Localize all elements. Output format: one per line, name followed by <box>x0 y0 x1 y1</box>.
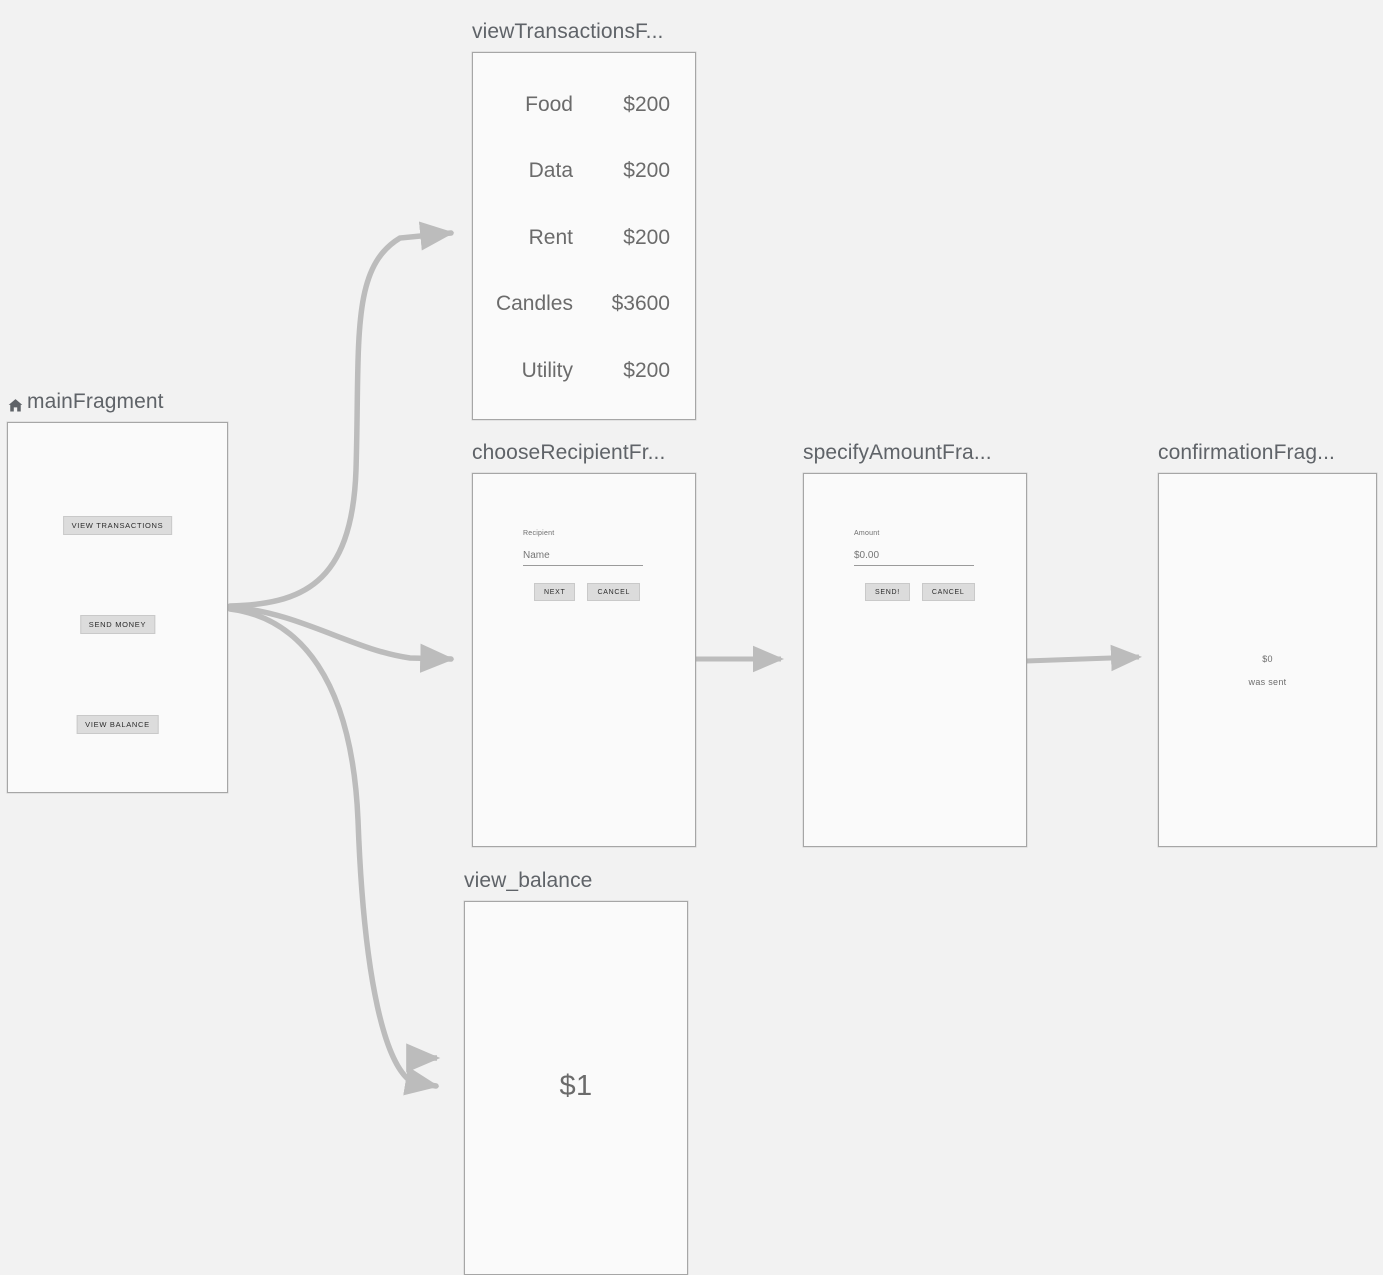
transaction-amount: $200 <box>623 159 670 182</box>
node-view-transactions-fragment[interactable]: viewTransactionsF... Food $200 Data $200… <box>472 20 696 420</box>
confirmation-status-text: was sent <box>1248 677 1287 687</box>
node-label-view-balance: view_balance <box>464 869 593 892</box>
card-confirmation-fragment[interactable]: $0 was sent <box>1158 473 1377 847</box>
card-main-fragment[interactable]: VIEW TRANSACTIONS SEND MONEY VIEW BALANC… <box>7 422 228 793</box>
amount-input[interactable] <box>854 550 974 566</box>
node-label-confirmation: confirmationFrag... <box>1158 441 1335 464</box>
table-row: Rent $200 <box>473 226 695 250</box>
transaction-amount: $200 <box>623 93 670 116</box>
card-choose-recipient-fragment[interactable]: Recipient NEXT CANCEL <box>472 473 696 847</box>
edge-main-to-choose-recipient <box>227 604 455 673</box>
transaction-amount: $200 <box>623 226 670 249</box>
next-button[interactable]: NEXT <box>534 583 576 601</box>
table-row: Candles $3600 <box>473 292 695 316</box>
transaction-category: Utility <box>521 359 573 382</box>
recipient-button-row: NEXT CANCEL <box>523 583 673 601</box>
transaction-category: Candles <box>495 292 573 315</box>
table-row: Data $200 <box>473 159 695 183</box>
recipient-form: Recipient NEXT CANCEL <box>523 530 673 601</box>
transaction-category: Data <box>528 159 573 182</box>
edge-specify-amount-to-confirmation <box>1025 644 1142 672</box>
node-choose-recipient-fragment[interactable]: chooseRecipientFr... Recipient NEXT CANC… <box>472 441 696 847</box>
node-main-fragment[interactable]: mainFragment VIEW TRANSACTIONS SEND MONE… <box>7 390 228 793</box>
transaction-amount: $3600 <box>611 292 670 315</box>
table-row: Food $200 <box>473 93 695 117</box>
card-view-balance-fragment[interactable]: $1 <box>464 901 688 1275</box>
home-icon <box>7 395 24 412</box>
amount-button-row: SEND! CANCEL <box>854 583 1004 601</box>
node-label-text: mainFragment <box>27 390 164 413</box>
cancel-button[interactable]: CANCEL <box>921 583 975 601</box>
recipient-name-input[interactable] <box>523 550 643 566</box>
card-specify-amount-fragment[interactable]: Amount SEND! CANCEL <box>803 473 1027 847</box>
node-label-specify-amount: specifyAmountFra... <box>803 441 992 464</box>
node-label-choose-recipient: chooseRecipientFr... <box>472 441 666 464</box>
recipient-field-label: Recipient <box>523 530 555 537</box>
confirmation-message-block: $0 was sent <box>1159 654 1376 687</box>
amount-form: Amount SEND! CANCEL <box>854 530 1004 601</box>
transaction-category: Food <box>525 93 573 116</box>
amount-field-label: Amount <box>854 530 880 537</box>
view-balance-button[interactable]: VIEW BALANCE <box>76 715 159 734</box>
send-money-button[interactable]: SEND MONEY <box>79 615 156 634</box>
transaction-amount: $200 <box>623 359 670 382</box>
balance-amount: $1 <box>559 1070 593 1102</box>
confirmation-amount: $0 <box>1262 654 1273 664</box>
node-confirmation-fragment[interactable]: confirmationFrag... $0 was sent <box>1158 441 1377 847</box>
transaction-category: Rent <box>528 226 573 249</box>
node-label-main-fragment: mainFragment <box>7 389 164 415</box>
edge-main-to-view-balance <box>227 606 440 1096</box>
cancel-button[interactable]: CANCEL <box>587 583 641 601</box>
node-specify-amount-fragment[interactable]: specifyAmountFra... Amount SEND! CANCEL <box>803 441 1027 847</box>
node-label-view-transactions: viewTransactionsF... <box>472 20 664 43</box>
edge-main-to-view-transactions <box>227 221 455 609</box>
node-view-balance-fragment[interactable]: view_balance $1 <box>464 869 688 1275</box>
view-transactions-button[interactable]: VIEW TRANSACTIONS <box>62 516 173 535</box>
table-row: Utility $200 <box>473 359 695 383</box>
card-view-transactions-fragment[interactable]: Food $200 Data $200 Rent $200 Candles $3… <box>472 52 696 420</box>
send-button[interactable]: SEND! <box>865 583 910 601</box>
